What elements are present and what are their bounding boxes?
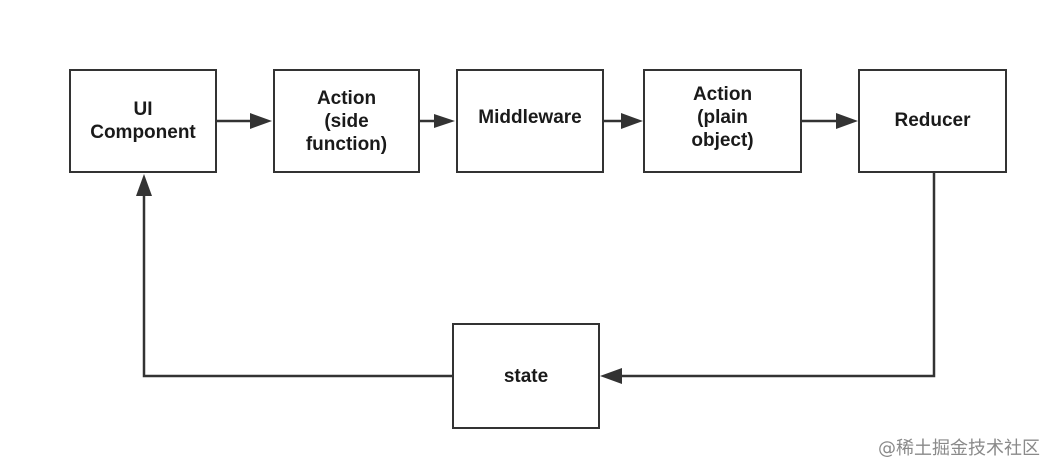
ui-component-label: UI Component bbox=[90, 99, 196, 143]
reducer-label: Reducer bbox=[894, 109, 971, 131]
arrowhead-action-side bbox=[250, 113, 272, 129]
middleware-label: Middleware bbox=[478, 106, 582, 128]
edge-reducer-to-state bbox=[620, 173, 936, 378]
arrowhead-state bbox=[600, 368, 622, 384]
arrowhead-reducer bbox=[836, 113, 858, 129]
state-box: state bbox=[452, 323, 600, 429]
arrowhead-ui-component bbox=[136, 174, 152, 196]
action-plain-object-label: Action (plain object) bbox=[691, 83, 754, 151]
middleware-box: Middleware bbox=[456, 69, 604, 173]
arrowhead-middleware bbox=[434, 114, 455, 128]
arrowhead-action-plain bbox=[621, 113, 643, 129]
ui-component-box: UI Component bbox=[69, 69, 217, 173]
action-side-function-box: Action (side function) bbox=[273, 69, 420, 173]
state-label: state bbox=[503, 365, 549, 387]
watermark: @稀土掘金技术社区 bbox=[878, 438, 1040, 459]
action-plain-object-box: Action (plain object) bbox=[643, 69, 802, 173]
edge-state-to-ui bbox=[142, 196, 454, 378]
reducer-box: Reducer bbox=[858, 69, 1007, 173]
action-side-function-label: Action (side function) bbox=[305, 87, 388, 155]
